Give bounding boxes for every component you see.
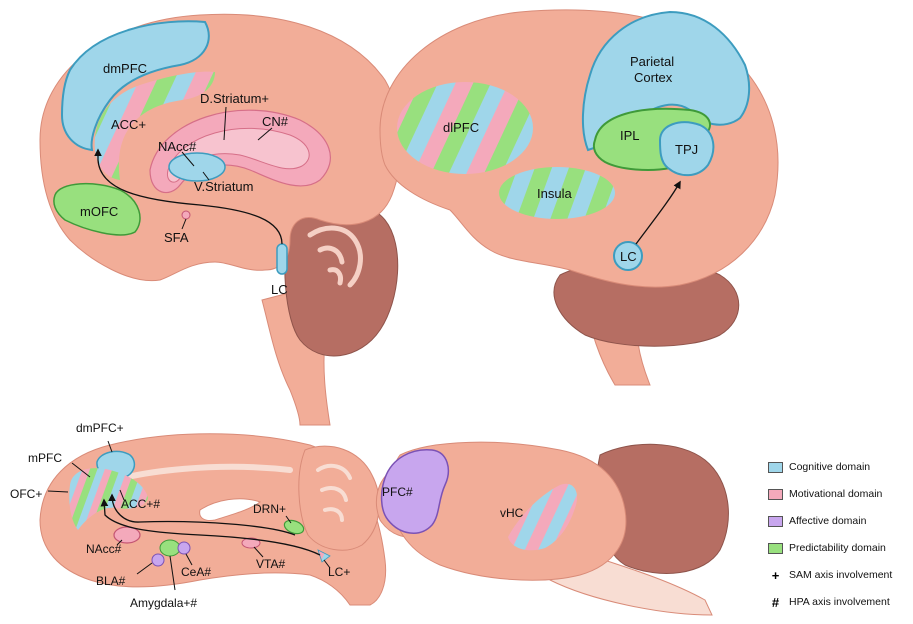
rodent-nacc-region bbox=[114, 527, 140, 543]
legend-label: SAM axis involvement bbox=[789, 569, 892, 581]
legend-item: Predictability domain bbox=[760, 537, 886, 559]
human-sfa-region bbox=[182, 211, 190, 219]
legend-label: Motivational domain bbox=[789, 488, 882, 500]
label-rodent-dmpfc: dmPFC+ bbox=[76, 421, 124, 435]
legend-symbol: + bbox=[768, 568, 783, 583]
label-human-parietal-2: Cortex bbox=[634, 70, 673, 85]
human-lc-region bbox=[277, 244, 287, 274]
label-human-tpj: TPJ bbox=[675, 142, 698, 157]
label-human-insula: Insula bbox=[537, 186, 572, 201]
label-rodent-vhc: vHC bbox=[500, 506, 524, 520]
rodent-lateral-brain: PFC# vHC bbox=[376, 442, 728, 615]
label-human-mofc: mOFC bbox=[80, 204, 118, 219]
label-human-cn: CN# bbox=[262, 114, 289, 129]
label-human-dmpfc: dmPFC bbox=[103, 61, 147, 76]
label-rodent-cea: CeA# bbox=[181, 565, 211, 579]
label-human-ipl: IPL bbox=[620, 128, 640, 143]
human-lateral-brain: dlPFC Parietal Cortex IPL TPJ Insula LC bbox=[380, 10, 778, 385]
label-human-d-striatum: D.Striatum+ bbox=[200, 91, 269, 106]
human-medial-brain: dmPFC ACC+ NAcc# D.Striatum+ CN# V.Stria… bbox=[40, 14, 401, 425]
label-human-parietal-1: Parietal bbox=[630, 54, 674, 69]
label-rodent-acc: ACC+# bbox=[121, 497, 160, 511]
label-human-acc: ACC+ bbox=[111, 117, 146, 132]
rodent-medial-brain: dmPFC+ mPFC OFC+ ACC+# DRN+ NAcc# BLA# C… bbox=[10, 421, 386, 610]
label-rodent-drn: DRN+ bbox=[253, 502, 286, 516]
label-human-lc: LC bbox=[271, 282, 288, 297]
label-rodent-amygdala: Amygdala+# bbox=[130, 596, 197, 610]
label-rodent-bla: BLA# bbox=[96, 574, 126, 588]
legend-item: Motivational domain bbox=[760, 483, 882, 505]
legend-swatch bbox=[768, 516, 783, 527]
rodent-cerebellum bbox=[299, 446, 379, 550]
human-v-striatum-region bbox=[169, 153, 225, 181]
label-human-nacc: NAcc# bbox=[158, 139, 197, 154]
legend-label: HPA axis involvement bbox=[789, 596, 890, 608]
rodent-bla-region bbox=[152, 554, 164, 566]
label-human-dlpfc: dlPFC bbox=[443, 120, 479, 135]
label-rodent-ofc: OFC+ bbox=[10, 487, 42, 501]
legend-swatch bbox=[768, 462, 783, 473]
label-rodent-pfc: PFC# bbox=[382, 485, 413, 499]
rodent-amygdala-region bbox=[160, 540, 180, 556]
label-human-v-striatum: V.Striatum bbox=[194, 179, 254, 194]
legend-item: # HPA axis involvement bbox=[760, 591, 890, 613]
legend-symbol: # bbox=[768, 595, 783, 610]
legend-item: + SAM axis involvement bbox=[760, 564, 892, 586]
label-human-lateral-lc: LC bbox=[620, 249, 637, 264]
label-rodent-nacc: NAcc# bbox=[86, 542, 122, 556]
label-rodent-mpfc: mPFC bbox=[28, 451, 62, 465]
legend-swatch bbox=[768, 543, 783, 554]
legend-item: Cognitive domain bbox=[760, 456, 870, 478]
label-human-sfa: SFA bbox=[164, 230, 189, 245]
label-rodent-vta: VTA# bbox=[256, 557, 285, 571]
legend-label: Predictability domain bbox=[789, 542, 886, 554]
legend-label: Affective domain bbox=[789, 515, 866, 527]
rodent-cea-region bbox=[178, 542, 190, 554]
label-rodent-lc: LC+ bbox=[328, 565, 350, 579]
legend-label: Cognitive domain bbox=[789, 461, 870, 473]
legend-swatch bbox=[768, 489, 783, 500]
legend-item: Affective domain bbox=[760, 510, 866, 532]
